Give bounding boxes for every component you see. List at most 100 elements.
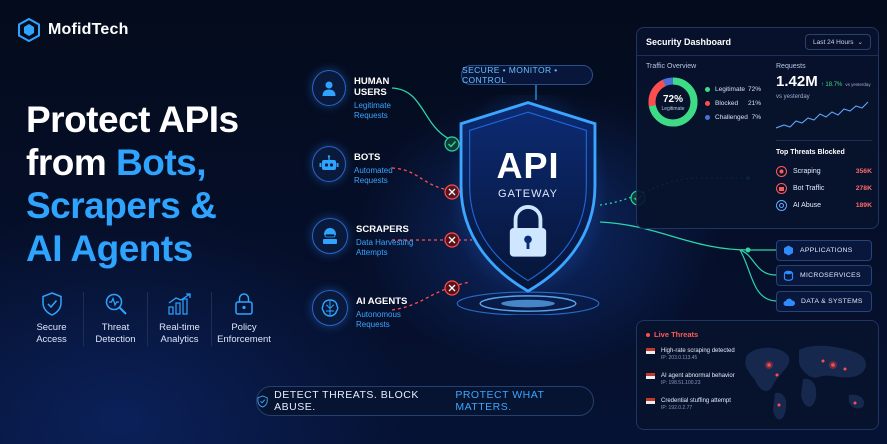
- headline: Protect APIs from Bots, Scrapers & AI Ag…: [26, 98, 326, 270]
- headline-line-2a: from: [26, 142, 116, 183]
- threat-value: 189K: [855, 202, 872, 209]
- headline-line-4: AI Agents: [26, 228, 193, 269]
- robot-icon: [319, 155, 339, 170]
- user-icon-badge: [312, 70, 346, 106]
- source-title: SCRAPERS: [356, 224, 409, 235]
- flow-out-data: [739, 249, 777, 302]
- flag-icon: [646, 398, 655, 404]
- legend-value: 7%: [751, 113, 761, 121]
- brain-chip-icon: [321, 299, 339, 317]
- brain-chip-icon-badge: [312, 290, 348, 326]
- secure-monitor-control-pill: SECURE • MONITOR • CONTROL: [461, 65, 593, 85]
- shield-check-icon: [41, 292, 62, 316]
- requests-value: 1.42M: [776, 73, 818, 90]
- bar-chart-icon: [167, 293, 191, 315]
- brand-name: MofidTech: [48, 21, 129, 38]
- requests-vs-inline: vs yesterday: [845, 82, 871, 87]
- brand[interactable]: MofidTech: [18, 18, 129, 42]
- flow-out-apps: [599, 221, 776, 251]
- source-scrapers[interactable]: SCRAPERS Data Harvesting Attempts: [312, 218, 422, 258]
- security-dashboard: Security Dashboard Last 24 Hours ⌄ Traff…: [636, 27, 879, 229]
- threat-label: AI Abuse: [793, 202, 822, 209]
- threat-hotspots: [765, 359, 857, 407]
- requests-vs: vs yesterday: [776, 94, 810, 100]
- divider: [637, 55, 878, 56]
- destination-applications[interactable]: APPLICATIONS: [776, 240, 872, 261]
- source-human-users[interactable]: HUMAN USERS Legitimate Requests: [312, 70, 402, 121]
- source-title: BOTS: [354, 152, 381, 163]
- feature-real-time-analytics: Real-time Analytics: [148, 292, 212, 346]
- threat-label: Bot Traffic: [793, 185, 825, 192]
- threat-item-scraping: Scraping 356K: [776, 163, 872, 180]
- legend-label: Challenged: [715, 113, 748, 121]
- destination-label: APPLICATIONS: [800, 247, 853, 254]
- destination-microservices[interactable]: MICROSERVICES: [776, 265, 872, 286]
- legend-label: Legitimate: [715, 85, 745, 93]
- legend-item: Blocked 21%: [705, 96, 761, 110]
- threat-item-bot-traffic: Bot Traffic 278K: [776, 180, 872, 197]
- user-icon: [322, 81, 336, 96]
- donut-center-value: 72%: [662, 94, 683, 105]
- source-bots[interactable]: BOTS Automated Requests: [312, 146, 402, 186]
- source-subtitle: Data Harvesting Attempts: [356, 238, 414, 257]
- feature-label: Policy Enforcement: [217, 322, 271, 345]
- time-range-select[interactable]: Last 24 Hours ⌄: [805, 34, 871, 50]
- flow-ai: [391, 281, 471, 311]
- threat-value: 356K: [855, 168, 872, 175]
- destination-data-systems[interactable]: DATA & SYSTEMS: [776, 291, 872, 312]
- hacker-icon-badge: [312, 218, 348, 254]
- legend-value: 72%: [747, 85, 761, 93]
- chevron-down-icon: ⌄: [857, 39, 863, 46]
- cube-icon: [784, 245, 793, 256]
- magnifier-pulse-icon: [105, 293, 127, 315]
- source-ai-agents[interactable]: AI AGENTS Autonomous Requests: [312, 290, 412, 330]
- feature-secure-access: Secure Access: [20, 292, 84, 346]
- legend-dot: [705, 86, 710, 92]
- cloud-icon: [783, 298, 795, 306]
- tagline-banner: DETECT THREATS. BLOCK ABUSE. PROTECT WHA…: [256, 386, 594, 416]
- dash-divider-2: [776, 140, 872, 141]
- traffic-donut-chart: [648, 77, 698, 127]
- source-subtitle: Automated Requests: [354, 166, 393, 185]
- shield-check-icon: [257, 394, 268, 408]
- alert-ip: IP: 203.0.113.45: [661, 355, 698, 361]
- live-dot-icon: [646, 332, 650, 337]
- threat-label: Scraping: [793, 168, 821, 175]
- live-threats-title: Live Threats: [654, 330, 699, 339]
- robot-icon-badge: [312, 146, 346, 182]
- flow-out-micro: [739, 249, 777, 276]
- donut-center-label: Legitimate: [661, 106, 685, 112]
- threat-item-ai-abuse: AI Abuse 189K: [776, 197, 872, 214]
- brain-icon: [776, 200, 787, 211]
- gateway-title: API: [496, 145, 560, 186]
- feature-label: Secure Access: [36, 322, 67, 345]
- feature-label: Threat Detection: [95, 322, 136, 345]
- alert-title: High-rate scraping detected: [661, 348, 735, 354]
- headline-line-2: from Bots,: [26, 141, 326, 184]
- headline-line-3: Scrapers &: [26, 185, 217, 226]
- threat-value: 278K: [855, 185, 872, 192]
- flag-icon: [646, 373, 655, 379]
- headline-highlight-bots: Bots,: [116, 142, 207, 183]
- live-threats-header: Live Threats: [646, 330, 698, 339]
- time-range-value: Last 24 Hours: [813, 38, 854, 46]
- requests-delta: ↑ 18.7%: [820, 82, 843, 88]
- lock-icon: [235, 293, 253, 315]
- source-title: HUMAN USERS: [354, 76, 390, 98]
- legend-value: 21%: [747, 99, 761, 107]
- tagline-part-2: PROTECT WHAT MATTERS.: [455, 389, 545, 413]
- gateway-subtitle: GATEWAY: [498, 188, 558, 200]
- alert-ip: IP: 192.0.2.77: [661, 405, 693, 411]
- padlock-icon: [509, 205, 547, 257]
- cube-logo-icon: [18, 18, 40, 42]
- legend-label: Blocked: [715, 99, 739, 107]
- requests-title: Requests: [776, 63, 806, 70]
- traffic-overview-title: Traffic Overview: [646, 63, 697, 70]
